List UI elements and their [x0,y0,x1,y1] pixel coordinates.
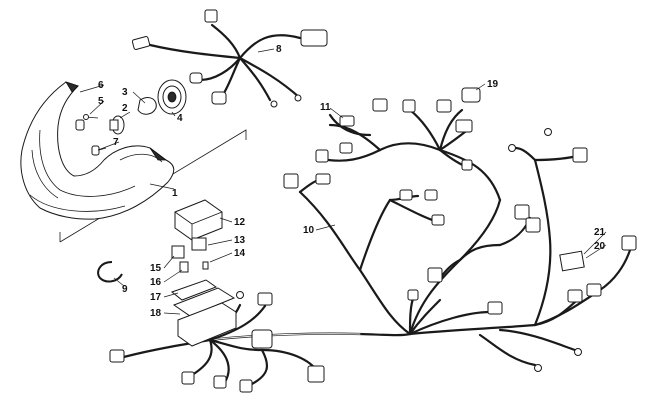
fuse-small [179,261,189,273]
dust-cover-boot [157,79,187,115]
headlight-bulb [109,115,125,135]
fuse [202,261,209,270]
callout-18: 18 [150,308,162,319]
callout-14: 14 [234,248,246,259]
callout-10: 10 [303,225,315,236]
callout-labels: 1 2 3 4 5 6 7 8 9 10 11 12 13 14 15 16 1… [98,44,606,319]
relay-small [171,245,185,259]
position-lamp-socket [91,145,107,156]
leader-lines [79,48,607,315]
fuse-block [172,287,237,347]
callout-3: 3 [122,87,128,98]
callout-6: 6 [98,80,104,91]
callout-9: 9 [122,284,128,295]
bulb-retainer-clip [137,97,157,115]
callout-8: 8 [276,44,282,55]
accessory-connector [461,87,481,103]
main-wiring-harness [109,98,637,393]
callout-7: 7 [113,137,119,148]
callout-17: 17 [150,292,162,303]
jumper-harness [328,113,372,137]
fuse-block-gasket [170,279,218,301]
callout-12: 12 [234,217,246,228]
callout-20: 20 [594,241,606,252]
callout-15: 15 [150,263,162,274]
callout-4: 4 [177,113,183,124]
callout-19: 19 [487,79,499,90]
fuse-box-cover [174,199,223,241]
retaining-ring [97,261,123,283]
relay [191,237,207,251]
headlight-sub-harness [131,9,328,108]
callout-16: 16 [150,277,162,288]
mounting-screw [83,114,99,120]
callout-2: 2 [122,103,128,114]
callout-1: 1 [172,188,178,199]
adjuster-grommet [75,119,85,131]
callout-13: 13 [234,235,246,246]
callout-21: 21 [594,227,606,238]
label-decal [559,250,585,272]
callout-11: 11 [320,102,331,113]
headlight-housing [20,81,247,243]
callout-5: 5 [98,96,104,107]
